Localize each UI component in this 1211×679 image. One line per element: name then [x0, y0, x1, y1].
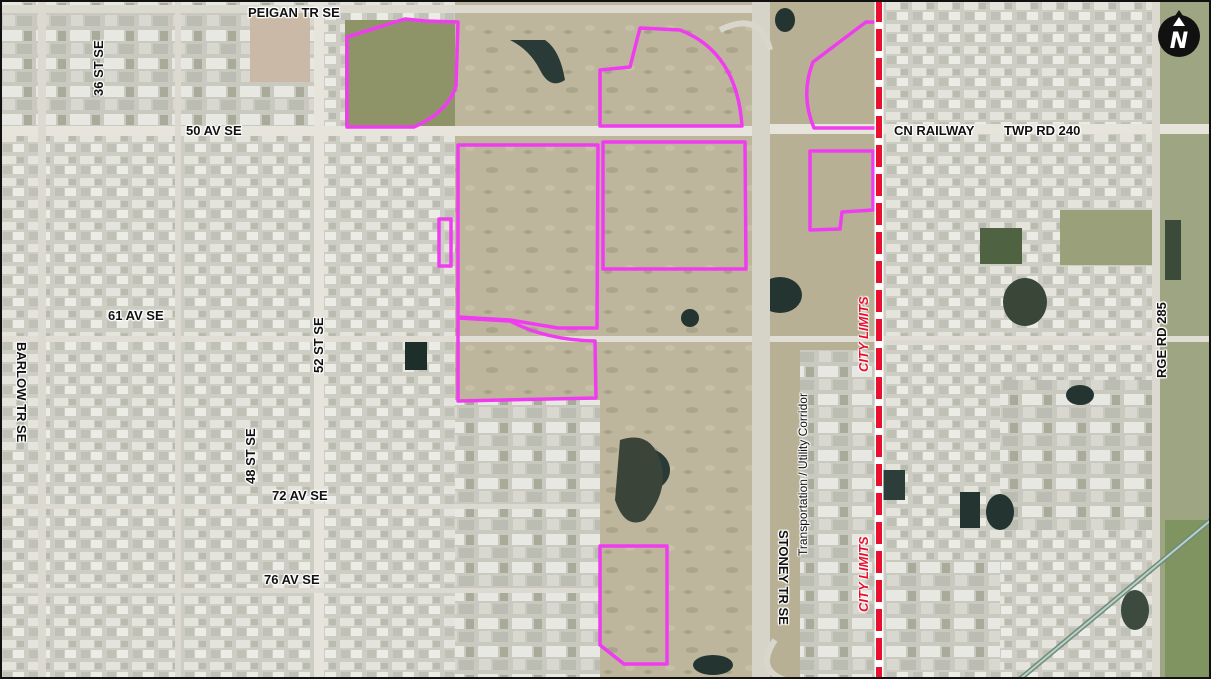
road-label-52-st: 52 ST SE — [311, 317, 326, 373]
road-label-barlow: BARLOW TR SE — [14, 342, 29, 443]
road-label-76-av: 76 AV SE — [264, 572, 320, 587]
road-label-rge-285: RGE RD 285 — [1154, 302, 1169, 378]
city-limits-label-lower: CITY LIMITS — [856, 536, 871, 612]
corridor-label: Transportation / Utility Corridor — [796, 393, 810, 556]
road-label-72-av: 72 AV SE — [272, 488, 328, 503]
road-label-36-st: 36 ST SE — [91, 40, 106, 96]
north-letter: N — [1170, 29, 1188, 54]
road-label-peigan: PEIGAN TR SE — [248, 5, 340, 20]
road-label-50-av: 50 AV SE — [186, 123, 242, 138]
north-arrow-icon: N — [1156, 8, 1202, 58]
road-label-twp-240: TWP RD 240 — [1004, 123, 1081, 138]
road-label-cn-railway: CN RAILWAY — [894, 123, 975, 138]
road-label-61-av: 61 AV SE — [108, 308, 164, 323]
city-limits-label-upper: CITY LIMITS — [856, 296, 871, 372]
road-label-stoney: STONEY TR SE — [776, 530, 791, 625]
road-label-48-st: 48 ST SE — [243, 428, 258, 484]
